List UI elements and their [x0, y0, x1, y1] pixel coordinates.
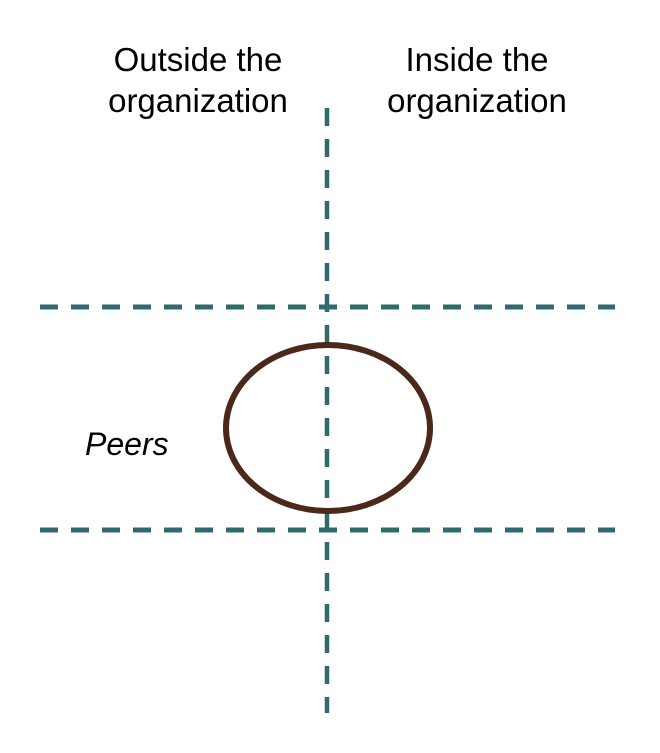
- label-inside-organization: Inside the organization: [387, 41, 567, 119]
- label-peers: Peers: [85, 426, 169, 462]
- label-outside-organization: Outside the organization: [108, 41, 288, 119]
- peers-circle: [223, 342, 433, 514]
